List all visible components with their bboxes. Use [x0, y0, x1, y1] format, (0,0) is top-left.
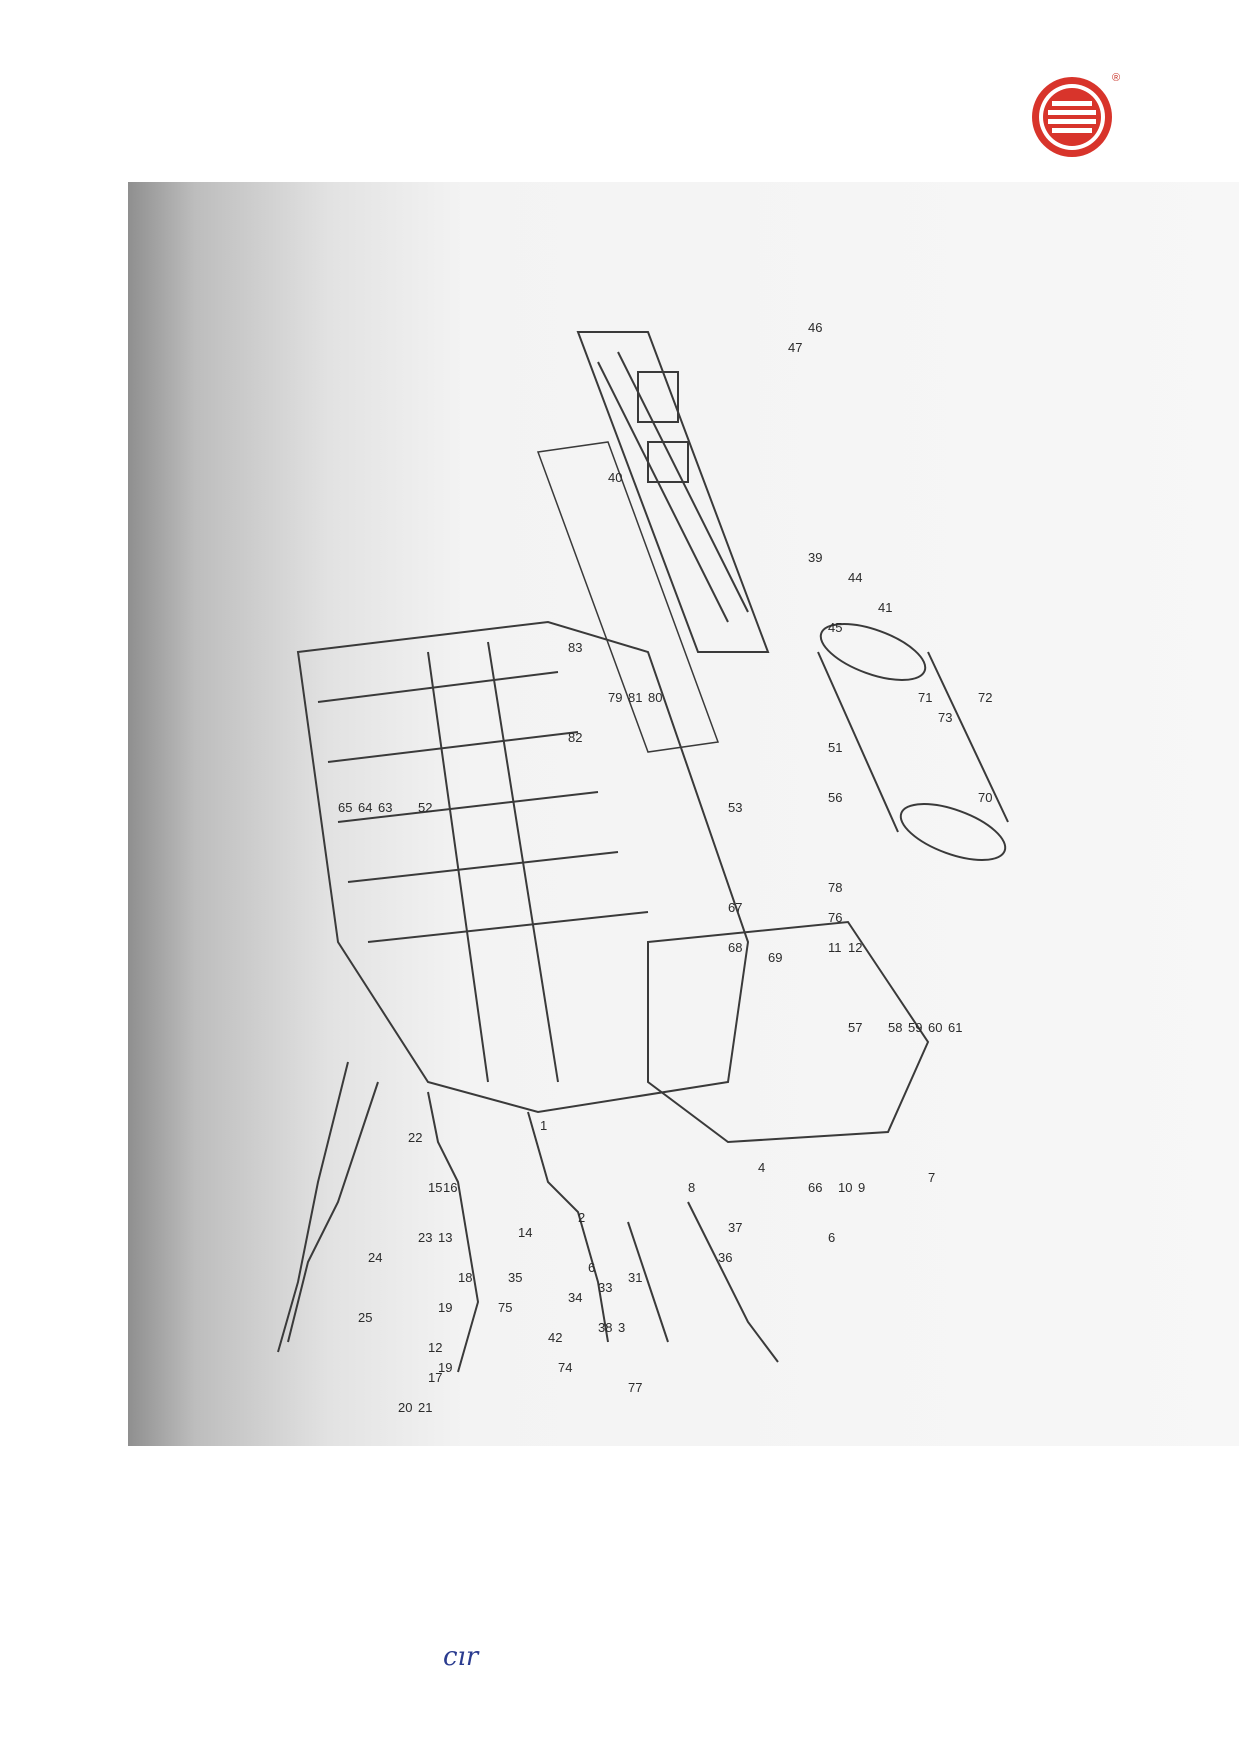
- callout: 66: [808, 1180, 822, 1195]
- callout: 13: [438, 1230, 452, 1245]
- scanned-page: [128, 182, 1239, 1446]
- callout: 76: [828, 910, 842, 925]
- callout: 24: [368, 1250, 382, 1265]
- callout: 44: [848, 570, 862, 585]
- callout: 7: [928, 1170, 935, 1185]
- callout: 72: [978, 690, 992, 705]
- callout: 31: [628, 1270, 642, 1285]
- callout: 15: [428, 1180, 442, 1195]
- callout: 71: [918, 690, 932, 705]
- callout: 20: [398, 1400, 412, 1415]
- callout: 1: [540, 1118, 547, 1133]
- callout: 82: [568, 730, 582, 745]
- callout: 60: [928, 1020, 942, 1035]
- callout: 11: [828, 940, 842, 955]
- engine-block: [296, 620, 750, 1114]
- callout: 25: [358, 1310, 372, 1325]
- callout: 38: [598, 1320, 612, 1335]
- callout: 78: [828, 880, 842, 895]
- callout: 53: [728, 800, 742, 815]
- callout: 6: [828, 1230, 835, 1245]
- callout: 61: [948, 1020, 962, 1035]
- callout: 83: [568, 640, 582, 655]
- callout: 64: [358, 800, 372, 815]
- engine-exploded-diagram: 1 2 3 4 6 6 7 8 9 10 11 12 12 13 14 15 1…: [277, 320, 1009, 1415]
- callout: 52: [418, 800, 432, 815]
- callout: 69: [768, 950, 782, 965]
- callout: 40: [608, 470, 622, 485]
- callout: 70: [978, 790, 992, 805]
- callout: 81: [628, 690, 642, 705]
- callout: 74: [558, 1360, 572, 1375]
- callout: 68: [728, 940, 742, 955]
- callout: 36: [718, 1250, 732, 1265]
- callout: 45: [828, 620, 842, 635]
- callout: 12: [428, 1340, 442, 1355]
- callout: 39: [808, 550, 822, 565]
- callout: 19: [438, 1360, 452, 1375]
- callout: 21: [418, 1400, 432, 1415]
- callout: 14: [518, 1225, 532, 1240]
- callout: 42: [548, 1330, 562, 1345]
- callout: 8: [688, 1180, 695, 1195]
- callout: 34: [568, 1290, 582, 1305]
- callout: 65: [338, 800, 352, 815]
- callout: 47: [788, 340, 802, 355]
- oil-pan: [647, 920, 930, 1144]
- callout: 33: [598, 1280, 612, 1295]
- callout: 67: [728, 900, 742, 915]
- callout: 10: [838, 1180, 852, 1195]
- callout: 23: [418, 1230, 432, 1245]
- callout: 16: [443, 1180, 457, 1195]
- callout: 12: [848, 940, 862, 955]
- callout: 3: [618, 1320, 625, 1335]
- callout: 19: [438, 1300, 452, 1315]
- callout: 51: [828, 740, 842, 755]
- callout: 77: [628, 1380, 642, 1395]
- callout: 9: [858, 1180, 865, 1195]
- bottom-mark: cır: [443, 1642, 479, 1672]
- callout: 75: [498, 1300, 512, 1315]
- callout: 18: [458, 1270, 472, 1285]
- callout: 2: [578, 1210, 585, 1225]
- brand-logo: [1032, 77, 1112, 157]
- callout: 46: [808, 320, 822, 335]
- callout: 35: [508, 1270, 522, 1285]
- callout: 73: [938, 710, 952, 725]
- valve-cover: [576, 331, 770, 653]
- callout: 57: [848, 1020, 862, 1035]
- registered-mark: ®: [1112, 72, 1121, 84]
- callout: 22: [408, 1130, 422, 1145]
- callout: 41: [878, 600, 892, 615]
- callout: 6: [588, 1260, 595, 1275]
- callout: 17: [428, 1370, 442, 1385]
- callout: 63: [378, 800, 392, 815]
- callout: 4: [758, 1160, 765, 1175]
- callout: 80: [648, 690, 662, 705]
- callout: 59: [908, 1020, 922, 1035]
- callout: 58: [888, 1020, 902, 1035]
- callout: 79: [608, 690, 622, 705]
- callout: 56: [828, 790, 842, 805]
- callout: 37: [728, 1220, 742, 1235]
